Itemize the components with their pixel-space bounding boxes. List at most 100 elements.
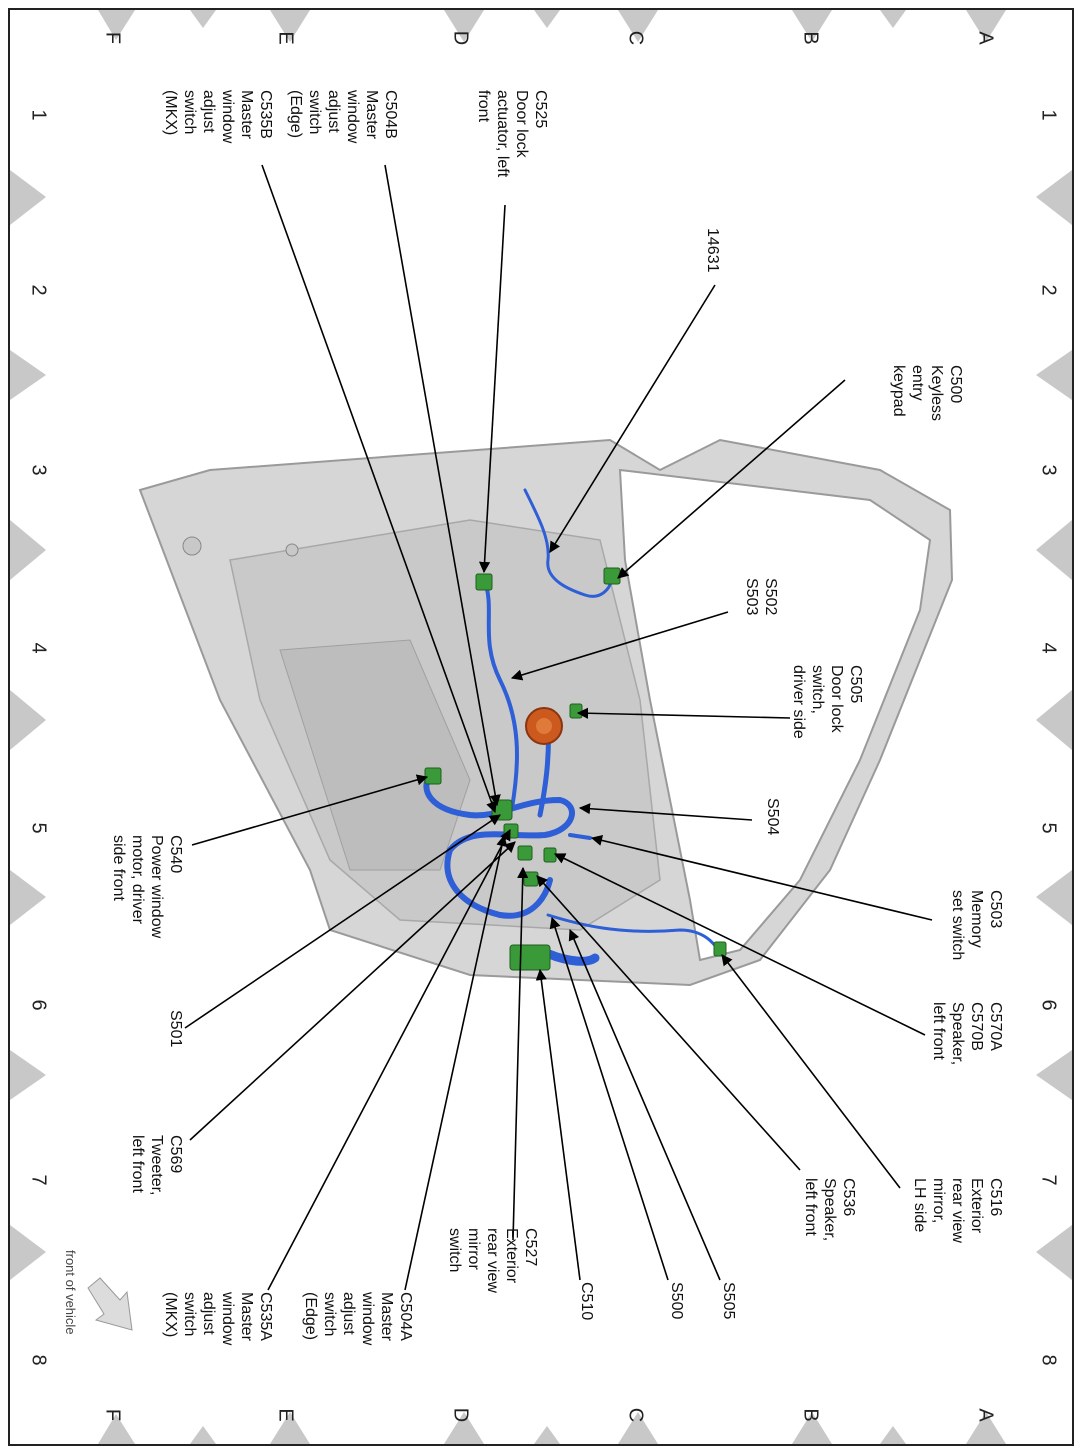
callout-line: rear view — [949, 1178, 966, 1243]
callout-line: C570A — [987, 1002, 1004, 1051]
callout-line: keypad — [890, 365, 907, 417]
callout-line: Exterior — [968, 1178, 985, 1234]
callout-line: Master — [378, 1292, 395, 1342]
grid-row-label: E — [275, 31, 297, 44]
grid-column-label: 4 — [28, 642, 50, 653]
grid-column-label: 1 — [28, 109, 50, 120]
callout-line: set switch — [949, 890, 966, 960]
callout-line: mirror — [465, 1228, 482, 1270]
callout-line: switch, — [809, 665, 826, 714]
grid-column-label: 1 — [1038, 109, 1060, 120]
callout-line: entry — [909, 365, 926, 401]
callout-line: C535B — [257, 90, 274, 139]
callout-line: S501 — [167, 1010, 184, 1047]
grid-row-label: A — [975, 1408, 997, 1422]
callout-line: Memory — [968, 890, 985, 948]
callout-line: Door lock — [513, 90, 530, 159]
callout-line: C570B — [968, 1002, 985, 1051]
grid-row-label: E — [275, 1408, 297, 1421]
callout-s500: S500 — [668, 1282, 685, 1319]
callout-line: LH side — [911, 1178, 928, 1232]
grid-column-label: 7 — [28, 1174, 50, 1185]
grid-column-label: 8 — [28, 1354, 50, 1365]
callout-line: Power window — [148, 835, 165, 939]
callout-line: S505 — [720, 1282, 737, 1319]
grid-row-labels-bottom: A B C D E F — [102, 1408, 997, 1423]
callout-line: window — [219, 1291, 236, 1346]
callout-line: Speaker, — [821, 1178, 838, 1241]
callout-line: Master — [363, 90, 380, 140]
callout-line: C510 — [578, 1282, 595, 1320]
callout-line: driver side — [790, 665, 807, 739]
grid-row-label: B — [800, 1408, 822, 1421]
callout-line: window — [344, 89, 361, 144]
grid-row-label: A — [975, 31, 997, 45]
callout-line: C503 — [987, 890, 1004, 928]
grid-row-label: F — [102, 32, 124, 44]
callout-s504: S504 — [764, 798, 781, 835]
front-arrow-icon — [87, 1277, 133, 1331]
callout-c510: C510 — [578, 1282, 595, 1320]
leader-lines — [184, 164, 933, 1291]
callout-line: C525 — [532, 90, 549, 128]
callout-line: C540 — [167, 835, 184, 873]
callout-line: (Edge) — [302, 1292, 319, 1340]
grid-column-label: 2 — [28, 284, 50, 295]
callout-line: C536 — [840, 1178, 857, 1216]
callout-line: window — [359, 1291, 376, 1346]
callout-line: S500 — [668, 1282, 685, 1319]
grid-column-label: 2 — [1038, 284, 1060, 295]
grid-row-label: F — [102, 1409, 124, 1421]
grid-column-label: 4 — [1038, 642, 1060, 653]
callout-line: C504B — [382, 90, 399, 139]
callout-line: C500 — [947, 365, 964, 403]
callout-line: S503 — [743, 578, 760, 615]
callout-line: Master — [238, 90, 255, 140]
callout-s501: S501 — [167, 1010, 184, 1047]
callout-line: left front — [930, 1002, 947, 1060]
grid-column-label: 8 — [1038, 1354, 1060, 1365]
callout-line: switch — [306, 90, 323, 134]
callout-line: Master — [238, 1292, 255, 1342]
callout-s505: S505 — [720, 1282, 737, 1319]
grid-column-label: 6 — [1038, 999, 1060, 1010]
callout-line: left front — [802, 1178, 819, 1236]
callout-line: adjust — [340, 1292, 357, 1335]
callout-line: left front — [129, 1135, 146, 1193]
grid-column-label: 5 — [1038, 822, 1060, 833]
grid-column-label: 3 — [1038, 464, 1060, 475]
border-markers — [10, 10, 1072, 1444]
callout-line: switch — [321, 1292, 338, 1336]
callout-line: C516 — [987, 1178, 1004, 1216]
callout-line: Exterior — [503, 1228, 520, 1284]
grid-row-label: D — [450, 1408, 472, 1422]
callout-line: C505 — [847, 665, 864, 703]
callout-line: Tweeter, — [148, 1135, 165, 1195]
callout-line: (MKX) — [162, 90, 179, 135]
callout-line: adjust — [200, 1292, 217, 1335]
grid-row-label: C — [625, 1408, 647, 1422]
callout-line: front — [475, 90, 492, 123]
callout-line: switch — [446, 1228, 463, 1272]
callout-line: C504A — [397, 1292, 414, 1341]
frame-border — [8, 8, 1074, 1446]
callout-p14631: 14631 — [704, 228, 721, 273]
grid-column-label: 5 — [28, 822, 50, 833]
callout-line: S504 — [764, 798, 781, 835]
